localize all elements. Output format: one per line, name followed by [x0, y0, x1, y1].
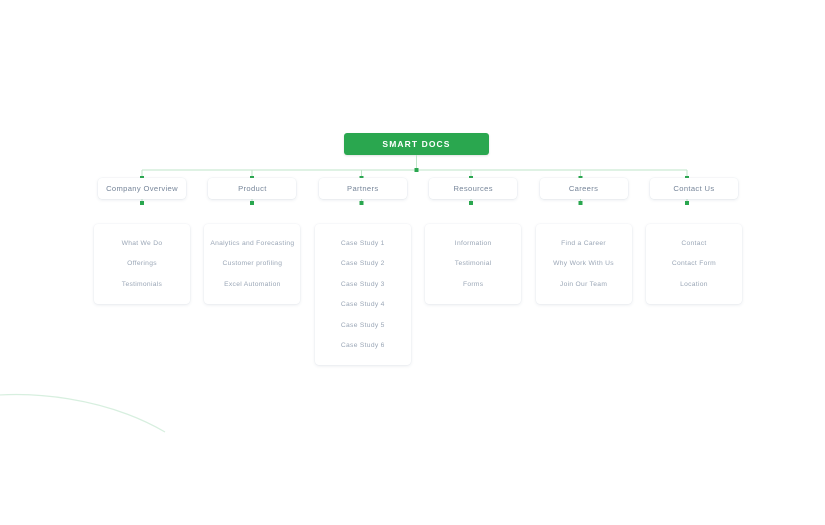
child-item[interactable]: Location	[680, 280, 708, 288]
child-item[interactable]: Contact Form	[671, 260, 716, 267]
column-header-resources[interactable]: Resources	[429, 178, 518, 199]
child-item[interactable]: Analytics and Forecasting	[210, 239, 295, 247]
child-item[interactable]: Case Study 1	[340, 239, 385, 247]
column-header-label: Resources	[453, 184, 493, 193]
child-item[interactable]: Case Study 6	[340, 342, 385, 349]
child-item[interactable]: Forms	[462, 280, 484, 288]
column-children-partners: Case Study 1 Case Study 2 Case Study 3 C…	[314, 224, 411, 365]
column-children-contact-us: Contact Contact Form Location	[645, 224, 742, 304]
column-children-resources: Information Testimonial Forms	[425, 224, 522, 304]
column-header-label: Product	[238, 184, 267, 193]
child-item[interactable]: What We Do	[121, 239, 163, 247]
child-item[interactable]: Testimonials	[121, 280, 163, 288]
column-children-company-overview: What We Do Offerings Testimonials	[94, 224, 190, 304]
child-item[interactable]: Case Study 4	[340, 301, 385, 308]
child-item[interactable]: Case Study 3	[340, 280, 385, 288]
sitemap-columns: Company Overview What We Do Offerings Te…	[94, 178, 742, 365]
child-item[interactable]: Case Study 2	[340, 260, 385, 267]
sitemap-column-partners: Partners Case Study 1 Case Study 2 Case …	[314, 178, 411, 365]
column-children-careers: Find a Career Why Work With Us Join Our …	[535, 224, 632, 304]
column-header-label: Company Overview	[106, 184, 178, 193]
sitemap-column-careers: Careers Find a Career Why Work With Us J…	[535, 178, 632, 304]
child-item[interactable]: Case Study 5	[340, 321, 385, 329]
column-header-product[interactable]: Product	[208, 178, 297, 199]
child-item[interactable]: Offerings	[127, 260, 157, 267]
child-item[interactable]: Testimonial	[454, 260, 492, 267]
sitemap-column-company-overview: Company Overview What We Do Offerings Te…	[94, 178, 190, 304]
sitemap-column-product: Product Analytics and Forecasting Custom…	[204, 178, 301, 304]
sitemap-column-resources: Resources Information Testimonial Forms	[425, 178, 522, 304]
child-item[interactable]: Why Work With Us	[553, 260, 614, 267]
decorative-arc	[0, 393, 166, 433]
column-header-company-overview[interactable]: Company Overview	[98, 178, 186, 199]
child-item[interactable]: Customer profiling	[222, 260, 283, 267]
column-header-label: Careers	[568, 184, 599, 193]
child-item[interactable]: Contact	[681, 239, 707, 247]
root-node-smart-docs[interactable]: SMART DOCS	[344, 133, 489, 155]
column-header-contact-us[interactable]: Contact Us	[649, 178, 738, 199]
column-header-label: Contact Us	[673, 184, 715, 193]
child-item[interactable]: Join Our Team	[559, 280, 608, 288]
column-header-careers[interactable]: Careers	[539, 178, 628, 199]
sitemap-column-contact-us: Contact Us Contact Contact Form Location	[645, 178, 742, 304]
child-item[interactable]: Information	[454, 239, 492, 247]
root-node-label: SMART DOCS	[382, 139, 451, 149]
column-header-partners[interactable]: Partners	[318, 178, 407, 199]
column-children-product: Analytics and Forecasting Customer profi…	[204, 224, 301, 304]
child-item[interactable]: Excel Automation	[224, 280, 281, 288]
child-item[interactable]: Find a Career	[561, 239, 606, 247]
column-header-label: Partners	[347, 184, 379, 193]
